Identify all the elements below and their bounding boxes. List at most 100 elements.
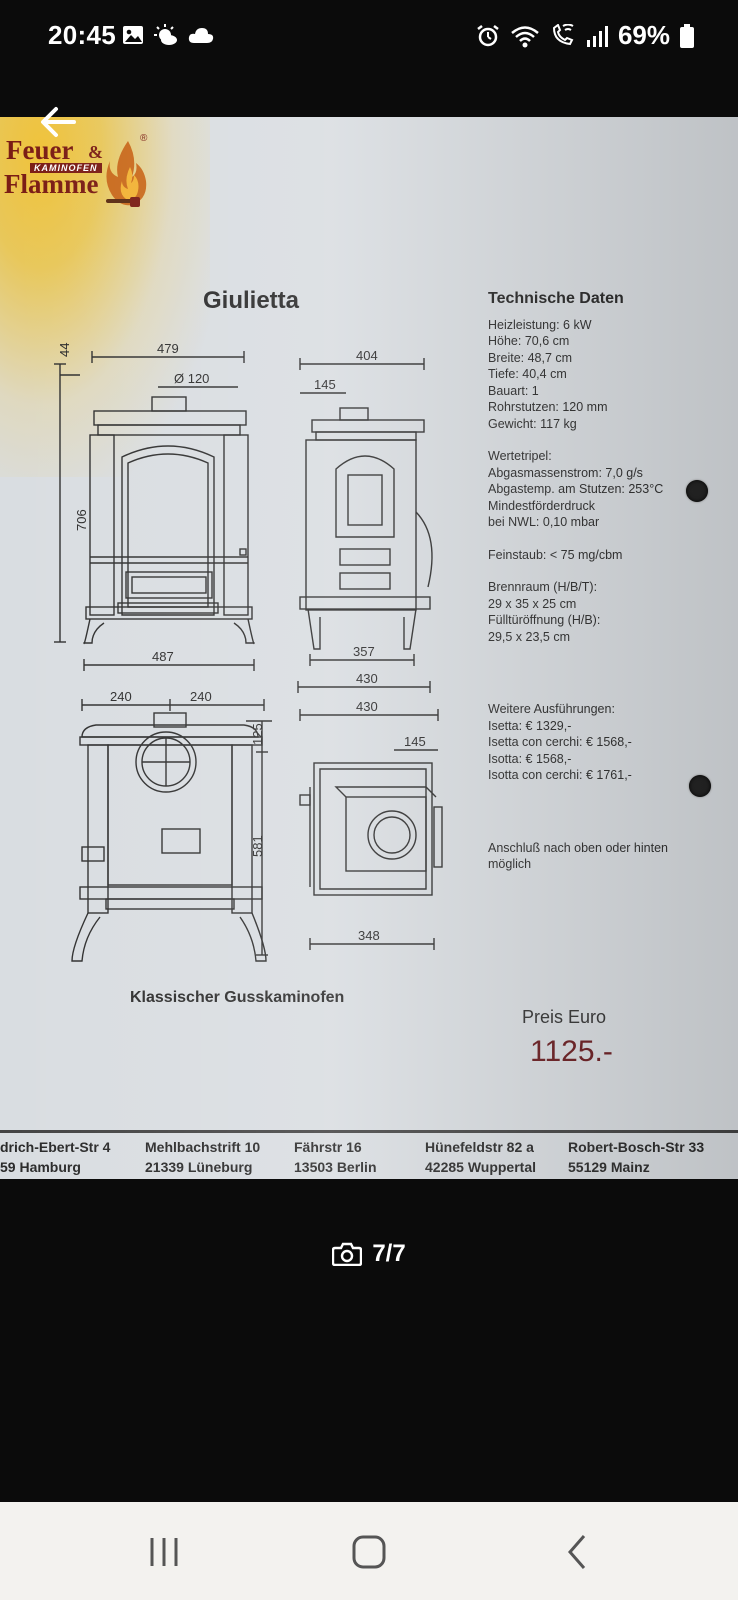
dim-flue-diameter: Ø 120: [174, 371, 209, 386]
spec-line: Rohrstutzen: 120 mm: [488, 400, 608, 414]
address-block: Hünefeldstr 82 a 42285 Wuppertal: [425, 1137, 536, 1177]
address-street: drich-Ebert-Str 4: [0, 1139, 111, 1155]
cloud-icon: [188, 28, 214, 43]
address-city: 55129 Mainz: [568, 1159, 650, 1175]
battery-percent: 69%: [617, 20, 670, 50]
address-city: 59 Hamburg: [0, 1159, 81, 1175]
address-block: drich-Ebert-Str 4 59 Hamburg: [0, 1137, 110, 1177]
address-block: Fährstr 16 13503 Berlin: [294, 1137, 377, 1177]
dim-side-base: 430: [356, 671, 378, 686]
arrow-left-icon: [41, 107, 76, 137]
spec-line: Isetta con cerchi: € 1568,-: [488, 735, 632, 749]
spec-line: 29,5 x 23,5 cm: [488, 629, 570, 644]
spec-line: Abgasmassenstrom: 7,0 g/s: [488, 465, 643, 480]
notification-icons: [122, 24, 214, 46]
punch-hole: [689, 775, 711, 797]
signal-icon: [586, 25, 608, 47]
address-street: Robert-Bosch-Str 33: [568, 1139, 705, 1155]
address-street: Hünefeldstr 82 a: [425, 1139, 534, 1155]
alarm-icon: [477, 24, 499, 46]
technical-specs: Technische Daten Heizleistung: 6 kW Höhe…: [488, 290, 728, 873]
dim-rear-top: 125: [250, 723, 265, 745]
address-block: Mehlbachstrift 10 21339 Lüneburg: [145, 1137, 260, 1177]
image-icon: [123, 26, 143, 44]
back-button[interactable]: [34, 98, 82, 146]
flame-icon: [106, 141, 147, 207]
spec-line: Isotta: € 1568,-: [488, 751, 572, 766]
punch-hole: [686, 480, 708, 502]
image-counter: 7/7: [0, 1240, 738, 1268]
spec-line: Abgastemp. am Stutzen: 253°C: [488, 482, 664, 496]
logo-line2: Flamme: [4, 169, 99, 199]
spec-line: Brennraum (H/B/T):: [488, 580, 598, 594]
spec-line: Isetta: € 1329,-: [488, 718, 572, 733]
wifi-icon: [511, 25, 539, 47]
dim-side-inner: 357: [353, 644, 375, 659]
camera-icon: [332, 1242, 363, 1266]
spec-line: Gewicht: 117 kg: [488, 416, 577, 431]
dim-base-width: 487: [152, 649, 174, 664]
price-value: 1125.-: [530, 1035, 613, 1068]
spec-line: Tiefe: 40,4 cm: [488, 367, 567, 381]
spec-line: 29 x 35 x 25 cm: [488, 596, 577, 611]
top-view-drawing: [299, 709, 443, 950]
front-view-drawing: [54, 351, 255, 671]
technical-drawing: 479 Ø 120 44 706 487 404 145 357 430 240…: [54, 341, 443, 962]
logo-glow: [0, 117, 210, 477]
dim-height: 706: [74, 509, 89, 531]
address-city: 21339 Lüneburg: [145, 1159, 253, 1175]
spec-line: Anschluß nach oben oder hinten: [488, 840, 668, 855]
logo-amp: &: [88, 142, 103, 162]
home-button[interactable]: [339, 1530, 399, 1574]
specs-title: Technische Daten: [488, 290, 624, 307]
spec-line: Wertetripel:: [488, 449, 552, 463]
wifi-call-icon: [552, 23, 574, 45]
recents-icon: [150, 1538, 178, 1566]
dim-side-flue-offset: 145: [314, 377, 336, 392]
address-city: 42285 Wuppertal: [425, 1159, 537, 1175]
spec-line: Bauart: 1: [488, 383, 539, 398]
dim-front-width: 479: [157, 341, 179, 356]
status-right: 69%: [476, 20, 694, 51]
dim-top-offset: 44: [57, 343, 72, 357]
home-icon: [352, 1535, 386, 1569]
drawing-caption: Klassischer Gusskaminofen: [130, 989, 345, 1006]
product-title: Giulietta: [203, 287, 300, 314]
address-street: Mehlbachstrift 10: [145, 1139, 261, 1155]
spec-line: möglich: [488, 857, 532, 871]
address-block: Robert-Bosch-Str 33 55129 Mainz: [568, 1137, 704, 1177]
status-time: 20:45: [48, 20, 116, 50]
price-label: Preis Euro: [522, 1007, 607, 1027]
spec-line: Feinstaub: < 75 mg/cbm: [488, 547, 623, 562]
spec-line: bei NWL: 0,10 mbar: [488, 515, 600, 529]
recents-button[interactable]: [134, 1530, 194, 1574]
address-street: Fährstr 16: [294, 1139, 362, 1155]
address-city: 13503 Berlin: [294, 1159, 377, 1175]
logo-line1: Feuer: [6, 135, 74, 165]
rear-view-drawing: [71, 699, 272, 962]
spec-line: Fülltüröffnung (H/B):: [488, 613, 601, 627]
spec-line: Heizleistung: 6 kW: [488, 317, 592, 332]
dim-side-depth: 404: [356, 348, 378, 363]
footer-divider: [0, 1130, 738, 1133]
dim-rear-right: 240: [190, 689, 212, 704]
logo-sub: KAMINOFEN: [30, 163, 102, 173]
nav-back-button[interactable]: [548, 1530, 608, 1574]
status-bar: 20:45 69%: [0, 0, 738, 72]
photo-view[interactable]: Feuer & KAMINOFEN Flamme ® Giulietta: [0, 117, 738, 1179]
dim-top-depth: 348: [358, 928, 380, 943]
spec-line: Mindestförderdruck: [488, 498, 595, 513]
spec-line: Breite: 48,7 cm: [488, 350, 573, 365]
logo-registered: ®: [140, 133, 148, 144]
dim-top-flue-offset: 145: [404, 734, 426, 749]
dim-rear-left: 240: [110, 689, 132, 704]
back-chevron-icon: [568, 1535, 586, 1569]
battery-icon: [680, 23, 694, 48]
image-counter-text: 7/7: [372, 1240, 406, 1267]
system-nav-bar: [0, 1502, 738, 1600]
dim-top-width: 430: [356, 699, 378, 714]
spec-line: Weitere Ausführungen:: [488, 702, 615, 716]
spec-line: Höhe: 70,6 cm: [488, 334, 570, 348]
weather-icon: [154, 24, 177, 45]
spec-line: Isotta con cerchi: € 1761,-: [488, 768, 632, 782]
